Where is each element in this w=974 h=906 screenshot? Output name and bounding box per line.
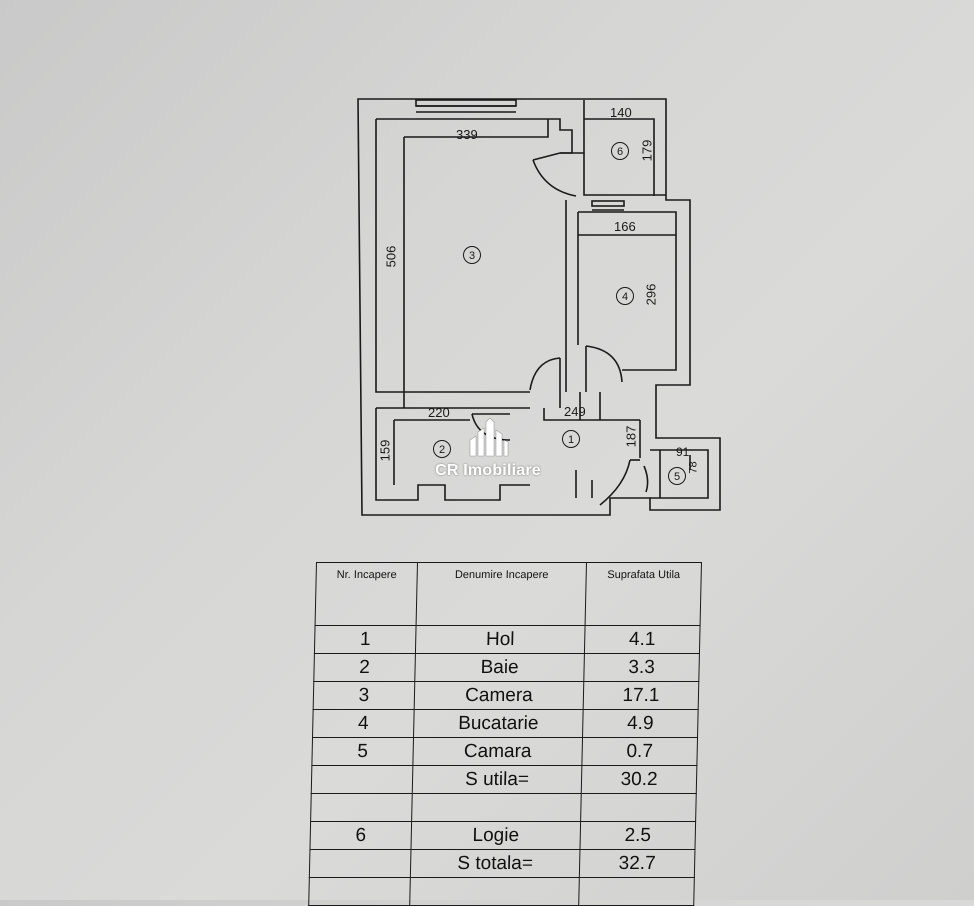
cell-area: 30.2	[581, 765, 697, 794]
dimension-label-179: 179	[639, 139, 655, 162]
cell-area: 4.9	[582, 709, 699, 738]
cell-name	[409, 877, 580, 906]
cell-area: 3.3	[583, 653, 700, 682]
cell-area: 17.1	[583, 681, 699, 710]
cell-name: Camera	[414, 681, 584, 710]
cell-nr	[310, 793, 413, 822]
room-marker-1: 1	[562, 430, 580, 448]
cell-area: 0.7	[581, 737, 698, 766]
dimension-label-506: 506	[383, 245, 399, 268]
dimension-label-296: 296	[643, 283, 659, 306]
cell-nr: 2	[313, 653, 416, 682]
cell-nr: 5	[311, 737, 414, 766]
room-marker-4: 4	[616, 287, 634, 305]
cell-name: Baie	[414, 653, 585, 682]
table-row	[308, 877, 695, 906]
dimension-label-166: 166	[614, 219, 636, 234]
dimension-label-78: 78	[687, 461, 700, 474]
dimension-label-249: 249	[564, 404, 586, 419]
cell-area: 32.7	[579, 849, 695, 878]
cell-area	[578, 877, 695, 906]
building-skyline-icon	[469, 418, 509, 457]
dimension-label-220: 220	[428, 405, 450, 420]
cell-nr: 3	[313, 681, 415, 710]
cell-name: Camara	[412, 737, 583, 766]
table-header-row: Nr. Incapere Denumire Incapere Suprafata…	[315, 562, 702, 626]
cell-nr	[309, 849, 411, 878]
cell-name: Hol	[415, 625, 586, 654]
cell-nr	[308, 877, 411, 906]
room-area-table: Nr. Incapere Denumire Incapere Suprafata…	[308, 562, 702, 906]
cell-nr: 6	[309, 821, 412, 850]
header-useful-area: Suprafata Utila	[585, 562, 702, 626]
cell-nr	[311, 765, 413, 794]
table-row: S totala=32.7	[309, 849, 695, 878]
cell-name: Logie	[410, 821, 581, 850]
room-marker-6: 6	[611, 142, 629, 160]
watermark-text: CR Imobiliare	[435, 462, 541, 479]
cr-imobiliare-watermark: CR Imobiliare	[418, 418, 558, 488]
header-room-name: Denumire Incapere	[416, 562, 587, 626]
cell-name: S utila=	[412, 765, 582, 794]
dimension-label-339: 339	[456, 127, 478, 142]
cell-name	[411, 793, 582, 822]
dimension-label-187: 187	[623, 425, 639, 448]
header-room-number: Nr. Incapere	[315, 562, 418, 626]
cell-area: 2.5	[579, 821, 696, 850]
cell-area	[580, 793, 697, 822]
dimension-label-91: 91	[676, 445, 690, 459]
cell-area: 4.1	[584, 625, 701, 654]
cell-nr: 1	[314, 625, 417, 654]
floor-plan-drawing	[357, 98, 721, 516]
cell-nr: 4	[312, 709, 415, 738]
table-row	[310, 793, 697, 822]
room-marker-3: 3	[463, 246, 481, 264]
room-marker-5: 5	[668, 467, 686, 485]
dimension-label-159: 159	[377, 439, 393, 462]
table-row: S utila=30.2	[311, 765, 697, 794]
cell-name: S totala=	[410, 849, 580, 878]
cell-name: Bucatarie	[413, 709, 584, 738]
dimension-label-140: 140	[610, 105, 632, 120]
room-marker-2: 2	[433, 440, 451, 458]
